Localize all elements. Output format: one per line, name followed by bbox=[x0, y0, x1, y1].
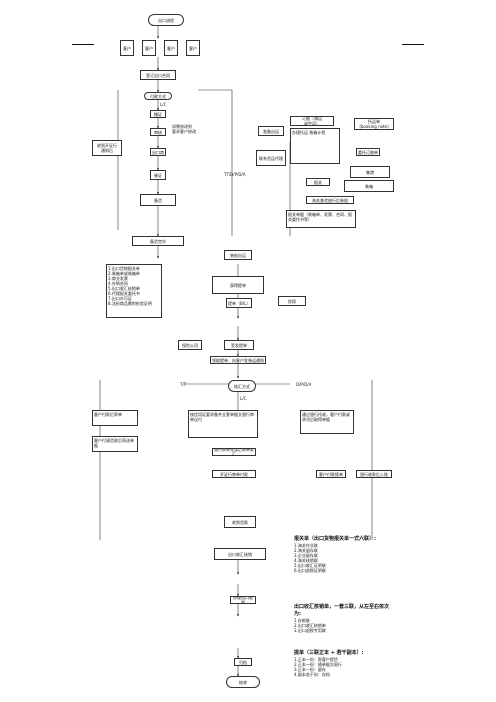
node-customs: 报关 bbox=[306, 178, 330, 186]
docs-item-8: 8.法检商品需附检验证明 bbox=[108, 301, 152, 306]
node-stock: 备货完毕 bbox=[132, 236, 184, 246]
docs-item-7: 7.出口许可证 bbox=[108, 296, 132, 301]
legend-list-3: 1.正本一份：寄客户提货 2.正本一份：随单据交银行 3.正本一份：留存 4.副… bbox=[294, 657, 394, 677]
node-tt-box2: 客户付清货款后寄送单据 bbox=[92, 436, 138, 452]
legend2-item-3: 3.出口退税专用联 bbox=[294, 628, 326, 633]
booking-detail-text: 办理托运 装箱计划 bbox=[292, 130, 326, 135]
docs-list-box: 1.出口货物报关单 2.装箱单或装箱单 3.商业发票 4.外销合同 5.出口收汇… bbox=[106, 264, 162, 318]
node-forward: 托运单 (booking note) bbox=[354, 118, 394, 130]
docs-item-5: 5.出口收汇核销单 bbox=[108, 286, 140, 291]
legend-item-6: 6.出口退税证明联 bbox=[294, 568, 326, 573]
label-tt: T/T bbox=[180, 382, 187, 387]
legend-item-4: 4.海关核销联 bbox=[294, 558, 318, 563]
legend-list-2: 1.存根联 2.出口收汇核销单 3.出口退税专用联 bbox=[294, 618, 394, 633]
node-prep-hub: 准备出运 bbox=[258, 126, 284, 136]
legend2-item-1: 1.存根联 bbox=[294, 618, 310, 623]
node-lc-box3: 开证行审单付款 bbox=[212, 470, 256, 478]
legend-title-2: 出口收汇核销单，一套三联，从左至右依次为: bbox=[294, 604, 390, 617]
node-forward2: 委托订舱单 bbox=[356, 148, 380, 156]
node-dp-box: 通过银行托收，客户付款或承兑后取得单据 bbox=[300, 410, 354, 434]
note-review: 如需修改则 要求客户修改 bbox=[172, 124, 196, 134]
label-lc2: L/C bbox=[240, 396, 247, 401]
label-dpda: D/P/D/A bbox=[296, 382, 312, 387]
legend2-item-2: 2.出口收汇核销单 bbox=[294, 623, 326, 628]
node-lc-box2: 银行审单无误后寄单索汇 bbox=[212, 448, 256, 456]
top-rule-left bbox=[72, 44, 94, 45]
node-customs-doc: 报关单据（装箱单、发票、合同、报关委托书等） bbox=[286, 210, 356, 228]
node-pay-method: 付款方式 bbox=[144, 92, 172, 100]
node-bank-left: 收到开证行 通知后 bbox=[92, 140, 122, 156]
node-bill: 提单（B/L） bbox=[226, 298, 252, 308]
node-cargo: 获得提单 bbox=[212, 276, 264, 294]
customer-box-2: 客户 bbox=[142, 40, 156, 56]
node-booking-detail: 办理托运 装箱计划 bbox=[290, 128, 340, 164]
legend-title-3: 提单（三联正本 + 若干副本）: bbox=[294, 650, 364, 656]
customer-box-4: 客户 bbox=[186, 40, 200, 56]
node-review: 审核 bbox=[150, 128, 166, 136]
node-claim: 领取提单、向客户发装运通知 bbox=[210, 356, 266, 364]
docs-list: 1.出口货物报关单 2.装箱单或装箱单 3.商业发票 4.外销合同 5.出口收汇… bbox=[108, 266, 160, 306]
customer-box-1: 客户 bbox=[120, 40, 134, 56]
node-insurer: 保险公司 bbox=[178, 340, 202, 350]
docs-item-2: 2.装箱单或装箱单 bbox=[108, 271, 140, 276]
docs-item-4: 4.外销合同 bbox=[108, 281, 128, 286]
node-clearance: 海关查验放行后装船 bbox=[306, 196, 354, 204]
node-dp-box3: 银行收款后入账 bbox=[356, 470, 392, 478]
label-lc: L/C bbox=[160, 102, 167, 107]
node-lc-box: 按信用证要求备齐全套单据交银行审单议付 bbox=[188, 410, 258, 438]
label-other: TT/D/P/D/A bbox=[224, 172, 246, 177]
node-tax: 办理出口退税 bbox=[230, 596, 256, 604]
node-sign-contract: 签订出口合同 bbox=[140, 70, 176, 80]
customer-box-3: 客户 bbox=[164, 40, 178, 56]
top-rule-right bbox=[402, 44, 424, 45]
node-insurance: 投保 bbox=[278, 296, 306, 306]
legend3-item-2: 2.正本一份：随单据交银行 bbox=[294, 662, 342, 667]
node-end: 结束 bbox=[226, 676, 260, 688]
node-archive: 归档 bbox=[234, 658, 252, 666]
legend3-item-1: 1.正本一份：寄客户提货 bbox=[294, 657, 338, 662]
node-bl: 签发提单 bbox=[224, 340, 254, 350]
legend-title: 报关单（出口货物报关单一式六联）: bbox=[294, 536, 377, 542]
node-tt-box: 客户付款后寄单 bbox=[92, 410, 138, 426]
node-shipped: 装船出运 bbox=[224, 250, 252, 260]
node-follow: 催证 bbox=[150, 170, 166, 180]
node-dc: 出口商 bbox=[150, 148, 166, 156]
legend-item-3: 3.企业留存联 bbox=[294, 553, 318, 558]
node-verify: 出口收汇核销 bbox=[214, 548, 266, 560]
node-payment: 收到货款 bbox=[224, 516, 256, 528]
legend-list: 1.海关作业联 2.海关留存联 3.企业留存联 4.海关核销联 5.出口收汇证明… bbox=[294, 543, 394, 573]
node-container: 装箱 bbox=[344, 180, 394, 192]
node-prep: 备货 bbox=[140, 194, 176, 206]
legend-item-2: 2.海关留存联 bbox=[294, 548, 318, 553]
legend-verify: 出口收汇核销单，一套三联，从左至右依次为: 1.存根联 2.出口收汇核销单 3.… bbox=[294, 604, 394, 633]
node-prep-hub2: 联系货运代理 bbox=[256, 150, 286, 166]
docs-item-6: 6.代理报关委托书 bbox=[108, 291, 140, 296]
node-warehouse: 集港 bbox=[350, 166, 390, 178]
legend-item-5: 5.出口收汇证明联 bbox=[294, 563, 326, 568]
node-book: 订舱（海运 或空运） bbox=[290, 116, 334, 126]
node-settle: 结汇方式 bbox=[228, 380, 256, 392]
legend3-item-3: 3.正本一份：留存 bbox=[294, 667, 326, 672]
docs-item-1: 1.出口货物报关单 bbox=[108, 266, 140, 271]
node-lc-pre: 稽证 bbox=[150, 110, 166, 118]
node-dp-box2: 客户付款赎单 bbox=[316, 470, 346, 478]
legend-bl: 提单（三联正本 + 若干副本）: 1.正本一份：寄客户提货 2.正本一份：随单据… bbox=[294, 650, 394, 677]
legend3-item-4: 4.副本若干份：存档 bbox=[294, 672, 330, 677]
legend-customs: 报关单（出口货物报关单一式六联）: 1.海关作业联 2.海关留存联 3.企业留存… bbox=[294, 536, 394, 573]
node-start: 出口流程 bbox=[148, 14, 184, 26]
legend-item-1: 1.海关作业联 bbox=[294, 543, 318, 548]
docs-item-3: 3.商业发票 bbox=[108, 276, 128, 281]
